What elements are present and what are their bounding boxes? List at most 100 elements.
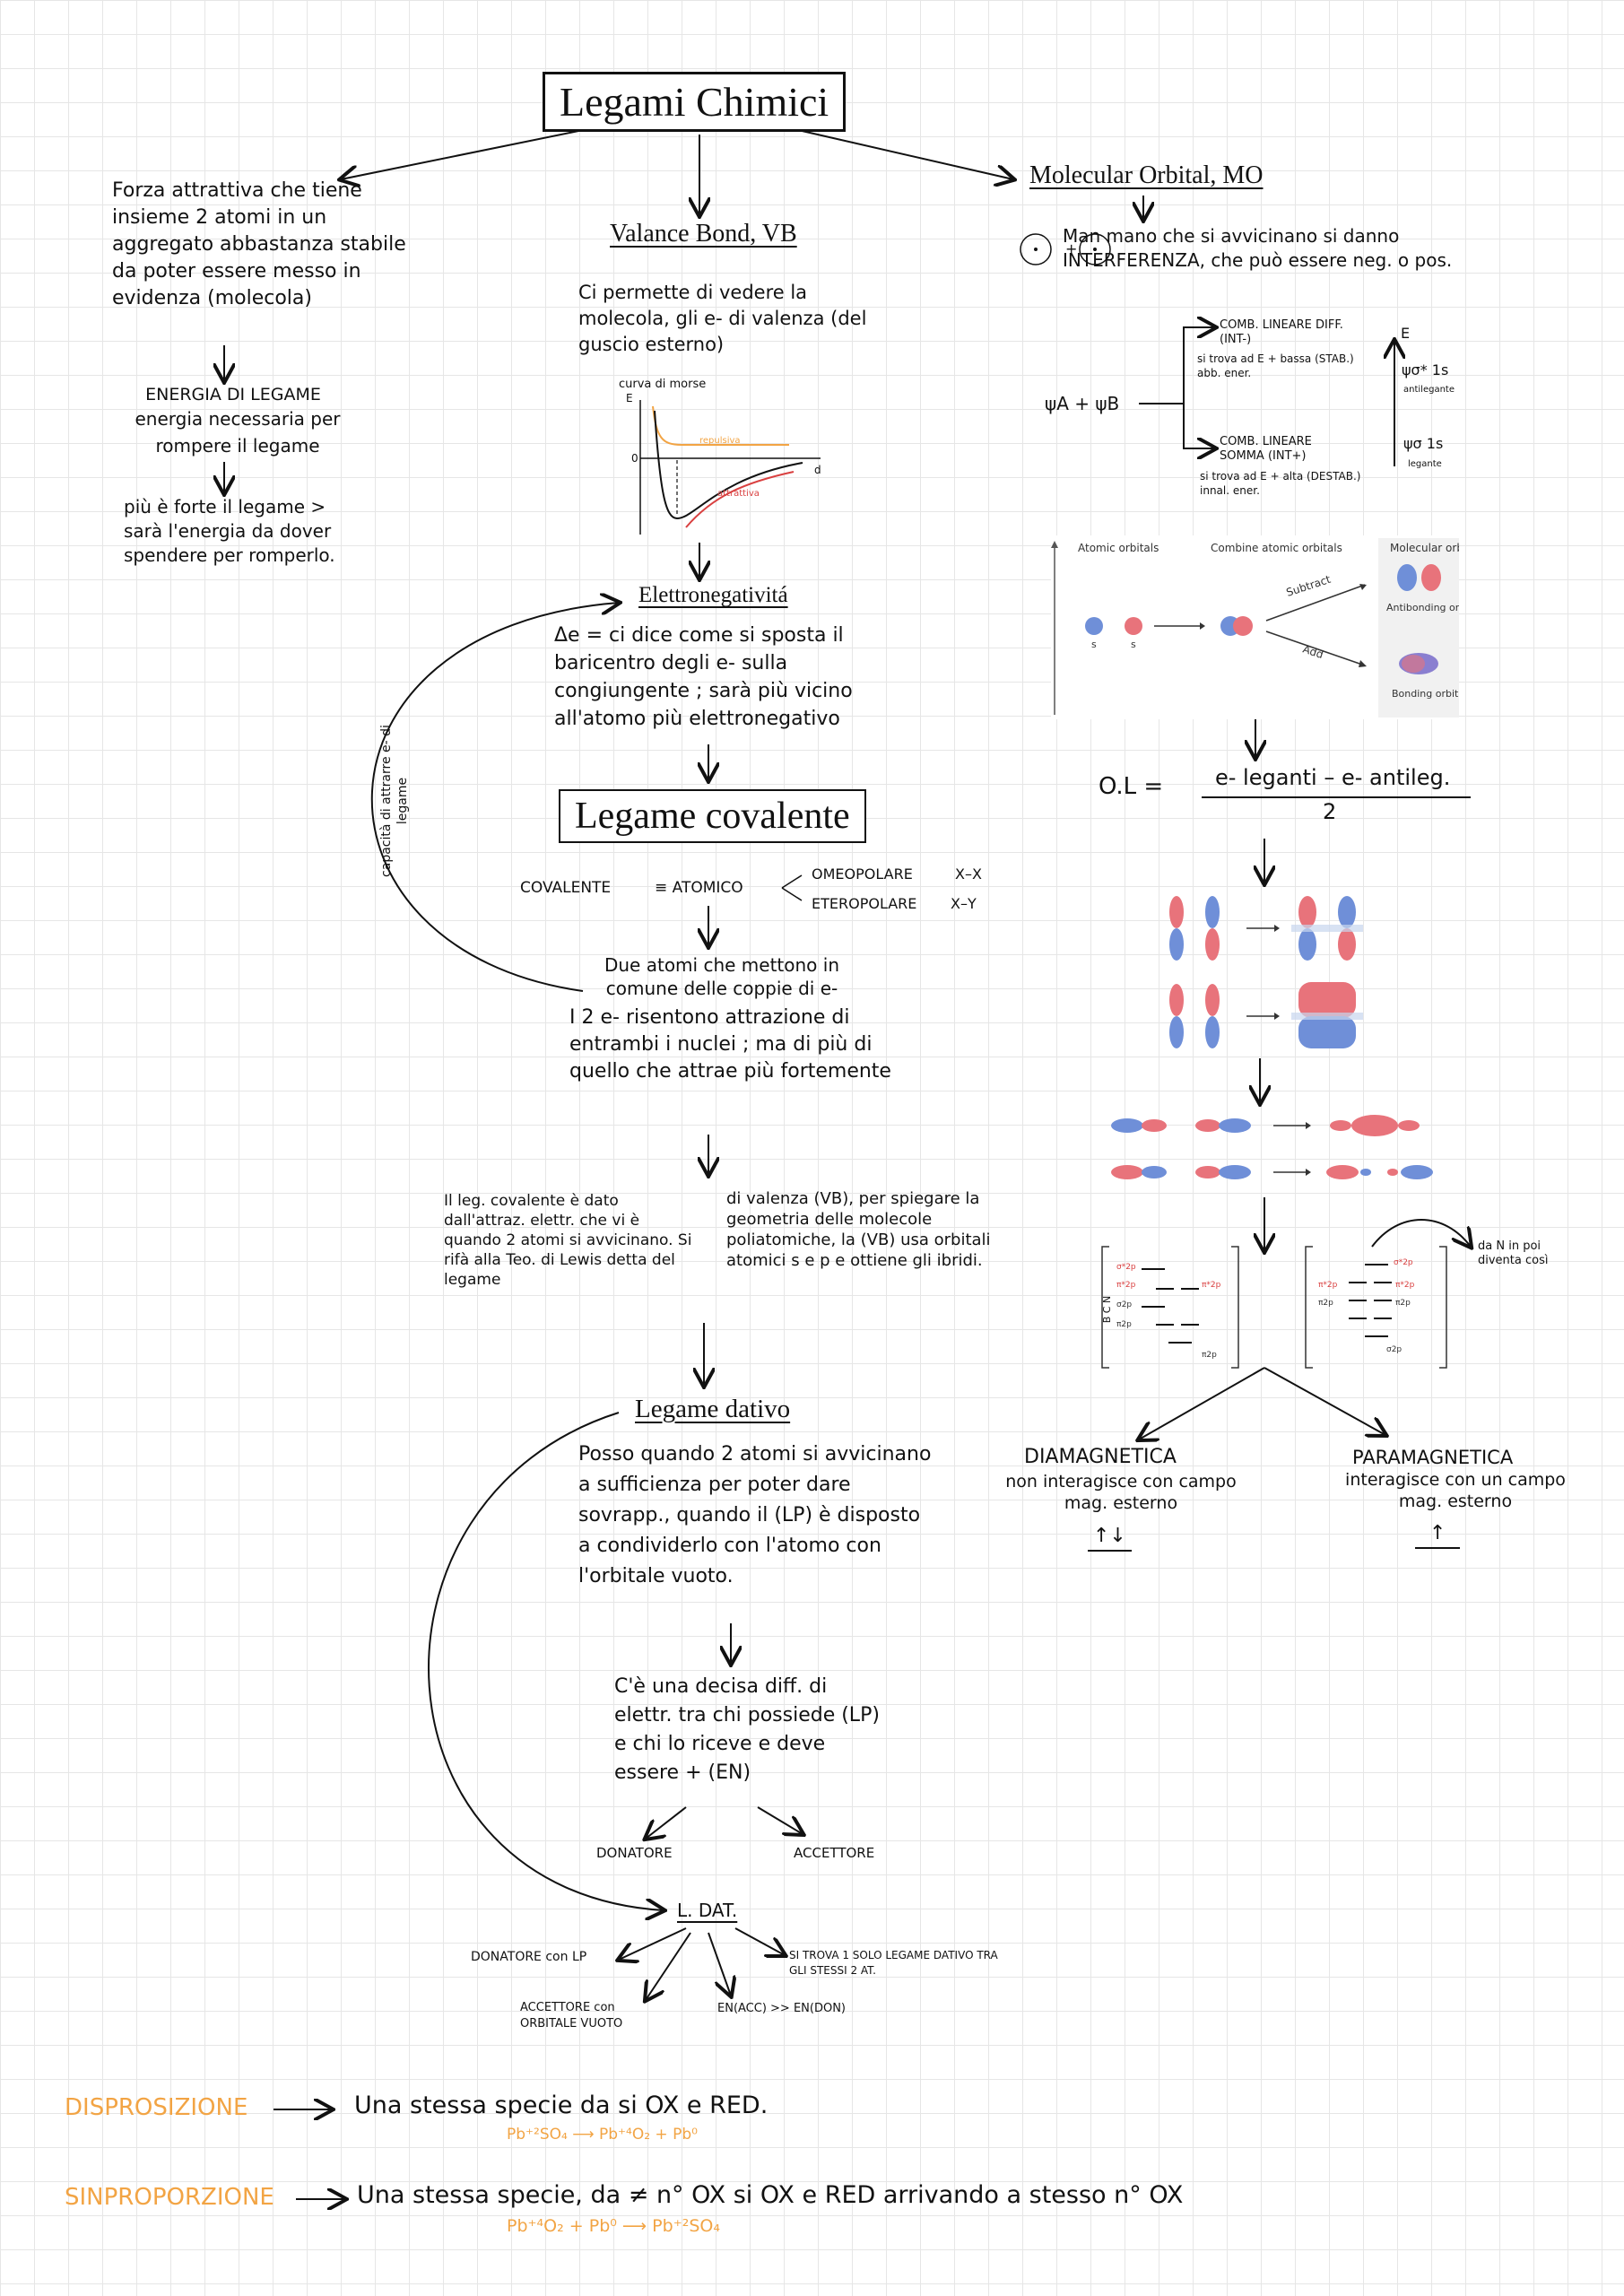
arrow-ldat-4 bbox=[734, 1927, 785, 1955]
svg-text:π2p: π2p bbox=[1116, 1320, 1132, 1329]
dative-short: L. DAT. bbox=[677, 1900, 738, 1921]
arrow-don bbox=[646, 1806, 687, 1839]
bond-order-lhs: O.L = bbox=[1099, 773, 1164, 800]
arrow-dia bbox=[1139, 1367, 1265, 1439]
nitrogen-note: da N in poi diventa così bbox=[1478, 1239, 1549, 1267]
dative-branch-single: SI TROVA 1 SOLO LEGAME DATIVO TRA GLI ST… bbox=[789, 1949, 998, 1977]
svg-text:π*2p: π*2p bbox=[1116, 1281, 1136, 1290]
svg-text:π2p: π2p bbox=[1202, 1351, 1217, 1360]
electroneg-desc: Δe = ci dice come si sposta il baricentr… bbox=[554, 624, 853, 730]
synproportion-label: SINPROPORZIONE bbox=[65, 2184, 274, 2211]
dative-desc-2: C'è una decisa diff. di elettr. tra chi … bbox=[614, 1675, 880, 1784]
svg-text:π*2p: π*2p bbox=[1318, 1281, 1338, 1290]
orbital-circles: + bbox=[1020, 233, 1111, 265]
homopolar-example: X–X bbox=[955, 865, 982, 883]
fig-combine-label: Combine atomic orbitals bbox=[1211, 542, 1342, 554]
fig-bonding-label: Bonding orbital, σs bbox=[1392, 688, 1459, 700]
mo-psi: ψA + ψB bbox=[1045, 393, 1120, 414]
arrow-ldat-2 bbox=[646, 1932, 691, 2000]
level-bonding-sub: legante bbox=[1408, 459, 1442, 469]
fig-subtract-label: Subtract bbox=[1285, 573, 1333, 599]
morse-axis-e: E bbox=[626, 392, 633, 404]
arrow-elettro-loop bbox=[370, 603, 619, 992]
p-orbital-overlap-figure bbox=[1169, 896, 1363, 1048]
arrow-dat-loop bbox=[428, 1412, 664, 1910]
covalent-note-left: Il leg. covalente è dato dall'attraz. el… bbox=[444, 1192, 692, 1289]
bond-definition: Forza attrattiva che tiene insieme 2 ato… bbox=[112, 179, 406, 309]
covalent-desc-1: Due atomi che mettono in comune delle co… bbox=[604, 954, 839, 999]
attractive-curve bbox=[685, 471, 795, 528]
svg-text:+: + bbox=[1065, 240, 1077, 257]
diamagnetic-desc: non interagisce con campo mag. esterno bbox=[1005, 1472, 1237, 1513]
energy-title: ENERGIA DI LEGAME bbox=[145, 385, 321, 404]
paramagnetic-title: PARAMAGNETICA bbox=[1352, 1447, 1514, 1468]
dative-branch-acceptor: ACCETTORE con ORBITALE VUOTO bbox=[520, 2001, 623, 2031]
arrow-title-mo bbox=[797, 129, 1013, 179]
vb-desc: Ci permette di vedere la molecola, gli e… bbox=[578, 282, 867, 355]
level-antibonding: ψσ* 1s bbox=[1402, 361, 1449, 378]
homopolar: OMEOPOLARE bbox=[812, 865, 913, 883]
fig-s-right: s bbox=[1131, 639, 1136, 650]
repulsive-label: repulsiva bbox=[699, 436, 741, 446]
arrow-ldat-1 bbox=[619, 1927, 687, 1960]
bond-order-fraction-bar bbox=[1202, 796, 1471, 798]
covalent-desc-2: I 2 e- risentono attrazione di entrambi … bbox=[569, 1006, 891, 1083]
morse-curve-graph: curva di morse E 0 d repulsiva attrattiv… bbox=[619, 378, 821, 535]
attractive-label: attrattiva bbox=[717, 489, 760, 499]
dative-heading: Legame dativo bbox=[635, 1395, 791, 1423]
mo-heading: Molecular Orbital, MO bbox=[1029, 161, 1264, 189]
disproportion-label: DISPROSIZIONE bbox=[65, 2094, 248, 2121]
arrow-psi-down bbox=[1183, 404, 1215, 448]
electroneg-side-label: capacità di attrarre e- di legame bbox=[379, 725, 410, 877]
svg-text:π*2p: π*2p bbox=[1395, 1281, 1415, 1290]
svg-text:π2p: π2p bbox=[1395, 1299, 1411, 1308]
energy-axis-label: E bbox=[1401, 325, 1411, 342]
level-bonding: ψσ 1s bbox=[1403, 435, 1444, 452]
arrow-para bbox=[1264, 1367, 1385, 1435]
bond-order-denominator: 2 bbox=[1323, 799, 1337, 824]
heteropolar-example: X–Y bbox=[951, 895, 977, 912]
dative-branch-donor: DONATORE con LP bbox=[471, 1950, 587, 1964]
arrow-nitrogen bbox=[1371, 1219, 1471, 1247]
svg-text:σ2p: σ2p bbox=[1386, 1345, 1402, 1354]
fig-antibonding-label: Antibonding orbital, σs* bbox=[1386, 602, 1459, 613]
dative-donor: DONATORE bbox=[596, 1845, 673, 1861]
covalent-eq-left: COVALENTE bbox=[520, 879, 612, 897]
mo-energy-diagram-left: σ*2p π*2p π*2p σ2p π2p π2p bbox=[1101, 1246, 1239, 1369]
svg-text:σ2p: σ2p bbox=[1116, 1300, 1132, 1309]
energy-desc: energia necessaria per rompere il legame bbox=[135, 408, 341, 457]
svg-text:σ*2p: σ*2p bbox=[1394, 1258, 1413, 1267]
diamagnetic-symbol: ↑↓ bbox=[1088, 1523, 1132, 1552]
fig-s-left: s bbox=[1091, 639, 1097, 650]
level-antibonding-sub: antilegante bbox=[1403, 385, 1455, 395]
mo-comb-diff: COMB. LINEARE DIFF. (INT-) bbox=[1220, 318, 1343, 346]
mo-comb-diff-desc: si trova ad E + bassa (STAB.) abb. ener. bbox=[1197, 352, 1354, 379]
vb-heading: Valance Bond, VB bbox=[610, 220, 797, 248]
fig-atomic-label: Atomic orbitals bbox=[1078, 542, 1159, 554]
s-orbital-overlap-figure bbox=[1111, 1115, 1433, 1179]
mo-comb-sum-desc: si trova ad E + alta (DESTAB.) innal. en… bbox=[1200, 470, 1361, 497]
page-title: Legami Chimici bbox=[543, 72, 847, 132]
mo-figure-svg: E Atomic orbitals Combine atomic orbital… bbox=[1035, 538, 1504, 718]
morse-axis-d: d bbox=[814, 464, 821, 476]
morse-zero: 0 bbox=[631, 452, 638, 465]
bond-order-numerator: e- leganti – e- antileg. bbox=[1215, 765, 1451, 790]
diagram-side-label: B C N bbox=[1101, 1295, 1113, 1324]
arrow-title-left bbox=[341, 129, 584, 179]
diamagnetic-title: DIAMAGNETICA bbox=[1024, 1446, 1177, 1468]
morse-title: curva di morse bbox=[619, 378, 706, 391]
arrow-acc bbox=[757, 1806, 803, 1834]
covalent-eq-mid: ≡ ATOMICO bbox=[655, 879, 743, 897]
paramagnetic-symbol: ↑ bbox=[1415, 1520, 1461, 1549]
svg-text:π*2p: π*2p bbox=[1202, 1281, 1221, 1290]
fig-molecular-label: Molecular orbitals bbox=[1390, 542, 1459, 554]
heteropolar: ETEROPOLARE bbox=[812, 895, 917, 912]
dative-acceptor: ACCETTORE bbox=[794, 1845, 875, 1861]
paramagnetic-desc: interagisce con un campo mag. esterno bbox=[1345, 1470, 1566, 1511]
dative-branch-en: EN(ACC) >> EN(DON) bbox=[717, 2002, 846, 2015]
mo-desc: Man mano che si avvicinano si danno INTE… bbox=[1063, 225, 1453, 271]
covalent-branch bbox=[781, 874, 803, 901]
dative-desc-1: Posso quando 2 atomi si avvicinano a suf… bbox=[578, 1443, 932, 1587]
svg-text:π2p: π2p bbox=[1318, 1299, 1333, 1308]
